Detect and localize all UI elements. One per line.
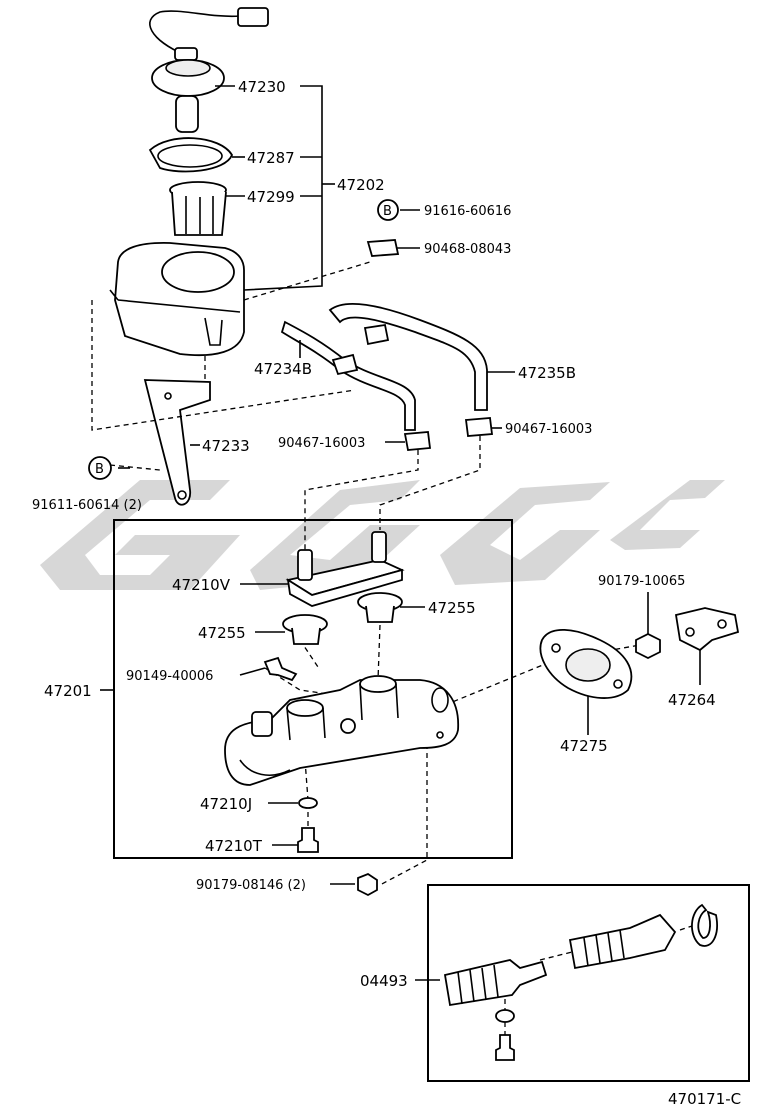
small-clip-90468 (366, 239, 400, 257)
figure-number: 470171-C (668, 1090, 741, 1108)
reservoir-cap-with-sensor (149, 7, 269, 133)
label-47201: 47201 (44, 682, 92, 700)
label-47255-left: 47255 (198, 624, 246, 642)
b-mark-left-letter: B (95, 462, 104, 477)
label-47234b: 47234B (254, 360, 312, 378)
label-04493: 04493 (360, 972, 408, 990)
label-47210t: 47210T (205, 837, 263, 855)
label-47233: 47233 (202, 437, 250, 455)
b-mark-top (377, 199, 399, 221)
bolt-90149 (263, 656, 298, 682)
leader-lines (100, 85, 701, 981)
label-47264: 47264 (668, 691, 716, 709)
reservoir-strainer (169, 181, 227, 236)
label-91616-60616: 91616-60616 (424, 204, 511, 219)
label-47299: 47299 (247, 188, 295, 206)
reservoir-hose-47235b (328, 303, 488, 411)
reservoir-bracket (143, 379, 211, 506)
label-90179-10065: 90179-10065 (598, 574, 685, 589)
clevis-47264 (674, 607, 740, 652)
nut-90179-08146 (357, 872, 378, 897)
label-47275: 47275 (560, 737, 608, 755)
label-90467-16003-left: 90467-16003 (278, 436, 365, 451)
repair-kit-washer (495, 1009, 515, 1023)
repair-kit-box (427, 884, 750, 1082)
hose-clip-left (403, 431, 432, 451)
grommet-47255-right (357, 592, 403, 623)
repair-kit-secondary-piston (443, 959, 548, 1007)
repair-kit-primary-piston (568, 913, 677, 970)
label-47235b: 47235B (518, 364, 576, 382)
master-cylinder-body (224, 675, 459, 786)
master-cylinder-group-box (113, 519, 513, 859)
screw-47210t (297, 827, 319, 853)
brake-fluid-reservoir (109, 242, 245, 357)
label-47255-right: 47255 (428, 599, 476, 617)
label-47210j: 47210J (200, 795, 252, 813)
label-90467-16003-right: 90467-16003 (505, 422, 592, 437)
label-91611-60614: 91611-60614 (2) (32, 498, 142, 513)
b-mark-top-letter: B (383, 204, 392, 219)
o-ring-47210j (298, 797, 318, 809)
repair-kit-snap-ring (691, 903, 718, 947)
label-90468-08043: 90468-08043 (424, 242, 511, 257)
reservoir-cap-gasket (148, 137, 234, 173)
label-47230: 47230 (238, 78, 286, 96)
repair-kit-screw (495, 1034, 515, 1061)
reservoir-hose-47234b (280, 320, 416, 431)
label-47210v: 47210V (172, 576, 231, 594)
grommet-47255-left (282, 614, 328, 645)
gasket-47275 (539, 628, 633, 699)
nut-90179-10065 (635, 632, 661, 660)
b-mark-left (88, 456, 112, 480)
reservoir-mount-bracket-47210v (285, 531, 405, 607)
label-47287: 47287 (247, 149, 295, 167)
label-90179-08146: 90179-08146 (2) (196, 878, 306, 893)
label-47202: 47202 (337, 176, 385, 194)
label-90149-40006: 90149-40006 (126, 669, 213, 684)
hose-clip-right (464, 417, 494, 437)
